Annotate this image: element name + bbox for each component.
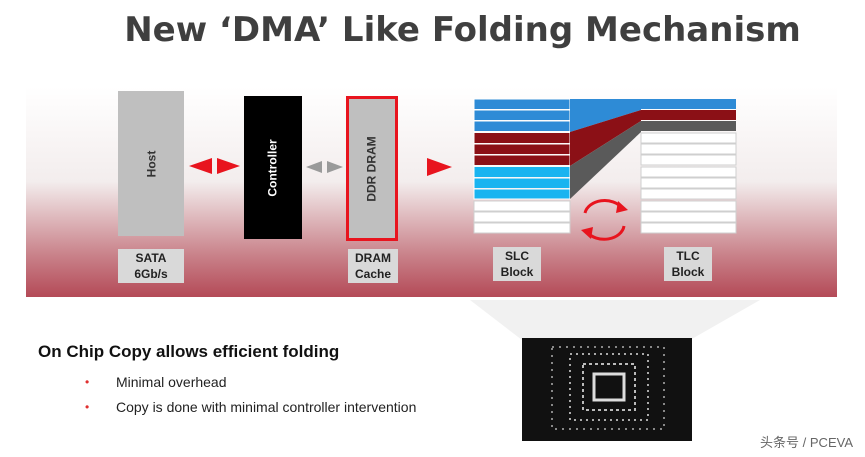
tlc-stack — [640, 99, 737, 234]
arrow-right-red — [217, 158, 240, 174]
fold-red — [570, 110, 641, 166]
watermark: 头条号 / PCEVA — [760, 435, 853, 450]
arrow-right-red-2 — [427, 158, 452, 176]
fold-gray — [570, 121, 641, 199]
host-block: Host — [118, 91, 184, 236]
chip-dots — [551, 346, 665, 430]
slc-stack — [473, 98, 571, 234]
arrow-left-gray — [306, 161, 322, 173]
bullet-list: •Minimal overhead •Copy is done with min… — [38, 370, 416, 420]
bullet-section: On Chip Copy allows efficient folding •M… — [38, 342, 416, 420]
bullet-heading: On Chip Copy allows efficient folding — [38, 342, 340, 361]
bullet-item: •Copy is done with minimal controller in… — [85, 399, 417, 415]
chip-callout — [470, 300, 760, 340]
controller-block: Controller — [244, 96, 302, 239]
arrow-left-red — [189, 158, 212, 174]
page-title: New ‘DMA’ Like Folding Mechanism — [124, 10, 801, 50]
bullet-item: •Minimal overhead — [85, 374, 227, 390]
arrow-right-gray — [327, 161, 343, 173]
fold-blue — [570, 99, 641, 132]
ddr-dram-block: DDR DRAM — [346, 96, 398, 241]
